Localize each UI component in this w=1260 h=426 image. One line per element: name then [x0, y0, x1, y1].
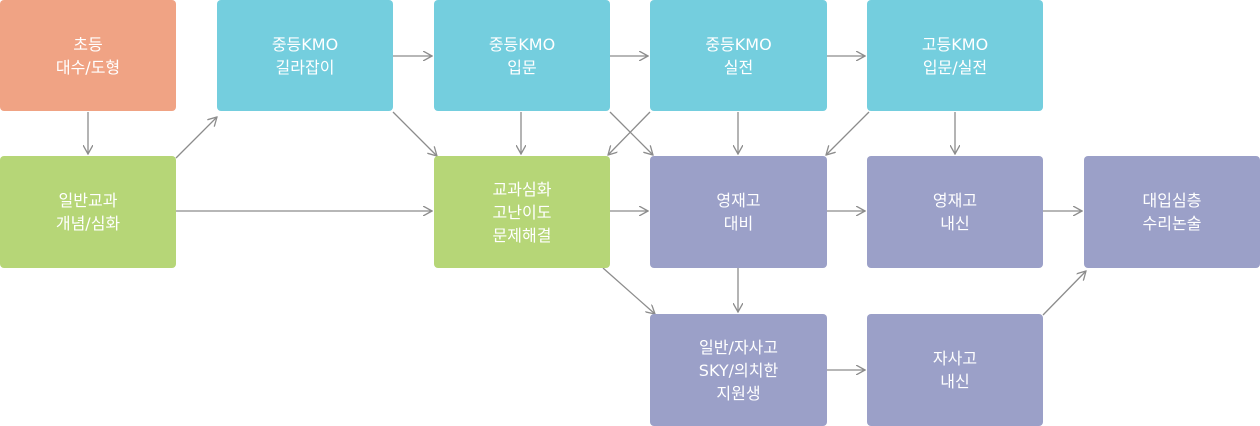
node-hs-kmo-line1: 고등KMO [921, 34, 989, 54]
node-kmo-guide-line2: 길라잡이 [275, 57, 335, 77]
node-gifted-school-line1: 영재고 [932, 191, 978, 210]
node-kmo-practice-line2: 실전 [723, 57, 754, 77]
node-sky-line1: 일반/자사고 [699, 337, 778, 357]
node-hs-kmo: 고등KMO 입문/실전 [867, 0, 1043, 111]
node-elementary-line2: 대수/도형 [55, 57, 121, 77]
node-gifted-school-line2: 내신 [940, 214, 970, 233]
node-advanced: 교과심화 고난이도 문제해결 [434, 156, 610, 268]
node-kmo-guide: 중등KMO 길라잡이 [217, 0, 393, 111]
node-general-line2: 개념/심화 [55, 214, 121, 233]
node-gifted-prep: 영재고 대비 [650, 156, 827, 268]
node-college-line1: 대입심층 [1142, 191, 1202, 210]
node-sky-line3: 지원생 [716, 383, 761, 403]
node-gifted-school: 영재고 내신 [867, 156, 1043, 268]
node-elementary: 초등 대수/도형 [0, 0, 176, 111]
arrow-kmo-guide-to-advanced [392, 111, 437, 156]
node-advanced-line2: 고난이도 [492, 202, 552, 222]
node-kmo-intro-line2: 입문 [507, 57, 537, 77]
node-advanced-line1: 교과심화 [492, 179, 552, 199]
node-kmo-practice-line1: 중등KMO [705, 34, 772, 54]
arrow-advanced-to-sky [602, 267, 655, 314]
node-kmo-guide-line1: 중등KMO [271, 34, 339, 54]
arrow-general-to-kmo-guide [175, 117, 217, 159]
node-kmo-practice: 중등KMO 실전 [650, 0, 827, 111]
node-gifted-prep-line1: 영재고 [716, 191, 761, 210]
node-college-line2: 수리논술 [1142, 214, 1202, 233]
node-private-school-line1: 자사고 [932, 349, 978, 368]
node-kmo-intro: 중등KMO 입문 [434, 0, 610, 111]
node-sky-line2: SKY/의치한 [698, 360, 779, 380]
node-kmo-intro-line1: 중등KMO [488, 34, 556, 54]
node-advanced-line3: 문제해결 [492, 225, 552, 245]
arrow-kmo-intro-to-gifted-prep [609, 111, 653, 155]
arrow-private-school-to-college [1042, 271, 1086, 316]
arrow-kmo-practice-to-advanced [608, 111, 651, 155]
node-hs-kmo-line2: 입문/실전 [922, 57, 988, 77]
node-general: 일반교과 개념/심화 [0, 156, 176, 268]
node-elementary-line1: 초등 [73, 34, 103, 54]
arrow-hs-kmo-to-gifted-prep [826, 111, 870, 155]
node-private-school: 자사고 내신 [867, 314, 1043, 426]
node-gifted-prep-line2: 대비 [723, 214, 754, 233]
node-general-line1: 일반교과 [58, 191, 118, 210]
node-college: 대입심층 수리논술 [1084, 156, 1260, 268]
node-sky: 일반/자사고 SKY/의치한 지원생 [650, 314, 827, 426]
node-private-school-line2: 내신 [940, 372, 970, 391]
